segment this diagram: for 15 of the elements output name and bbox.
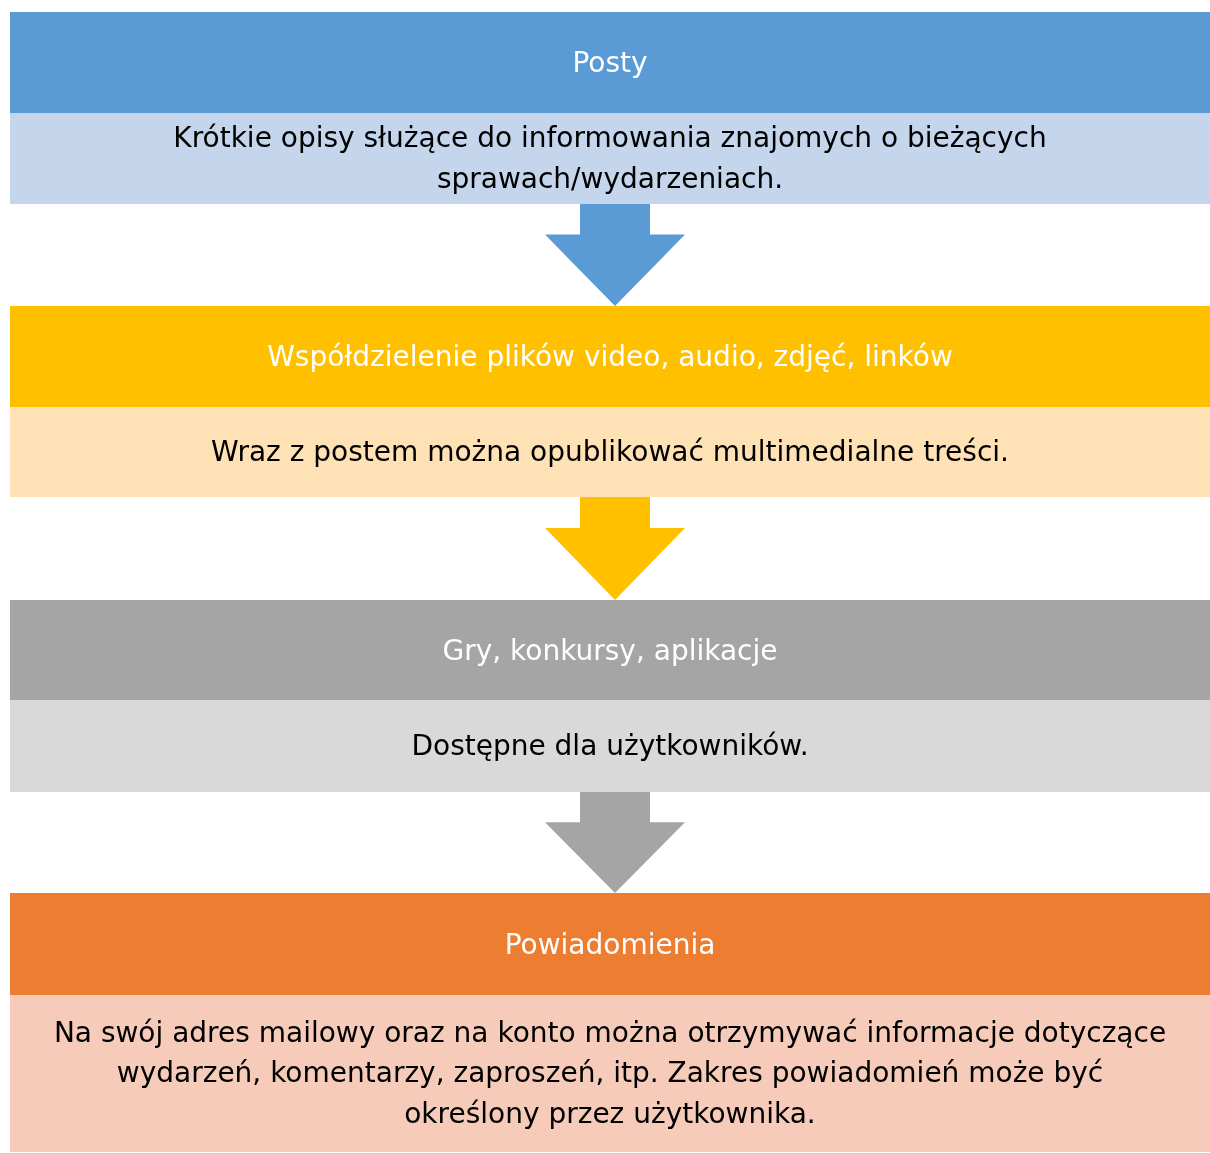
section-description: Na swój adres mailowy oraz na konto można otrzymywać informacje dotyczące wydarzeń, komentarzy, zaproszeń, itp. Zakres powiadomień może być określony przez użytkownika. (52, 1014, 1168, 1132)
section-description: Dostępne dla użytkowników. (411, 727, 809, 764)
section-card (10, 306, 1210, 497)
block-arrow (545, 792, 685, 893)
section-heading: Powiadomienia (10, 893, 1210, 995)
section-heading: Współdzielenie plików video, audio, zdjęć, linków (10, 306, 1210, 407)
section-heading: Posty (10, 12, 1210, 113)
section-description: Krótkie opisy służące do informowania znajomych o bieżących sprawach/wydarzeniach. (172, 119, 1048, 197)
section-heading: Gry, konkursy, aplikacje (10, 600, 1210, 700)
block-arrow (545, 204, 685, 306)
section-card (10, 893, 1210, 1152)
section-description: Wraz z postem można opublikować multimedialne treści. (211, 433, 1009, 470)
section-card (10, 600, 1210, 792)
block-arrow (545, 497, 685, 600)
section-card (10, 12, 1210, 204)
